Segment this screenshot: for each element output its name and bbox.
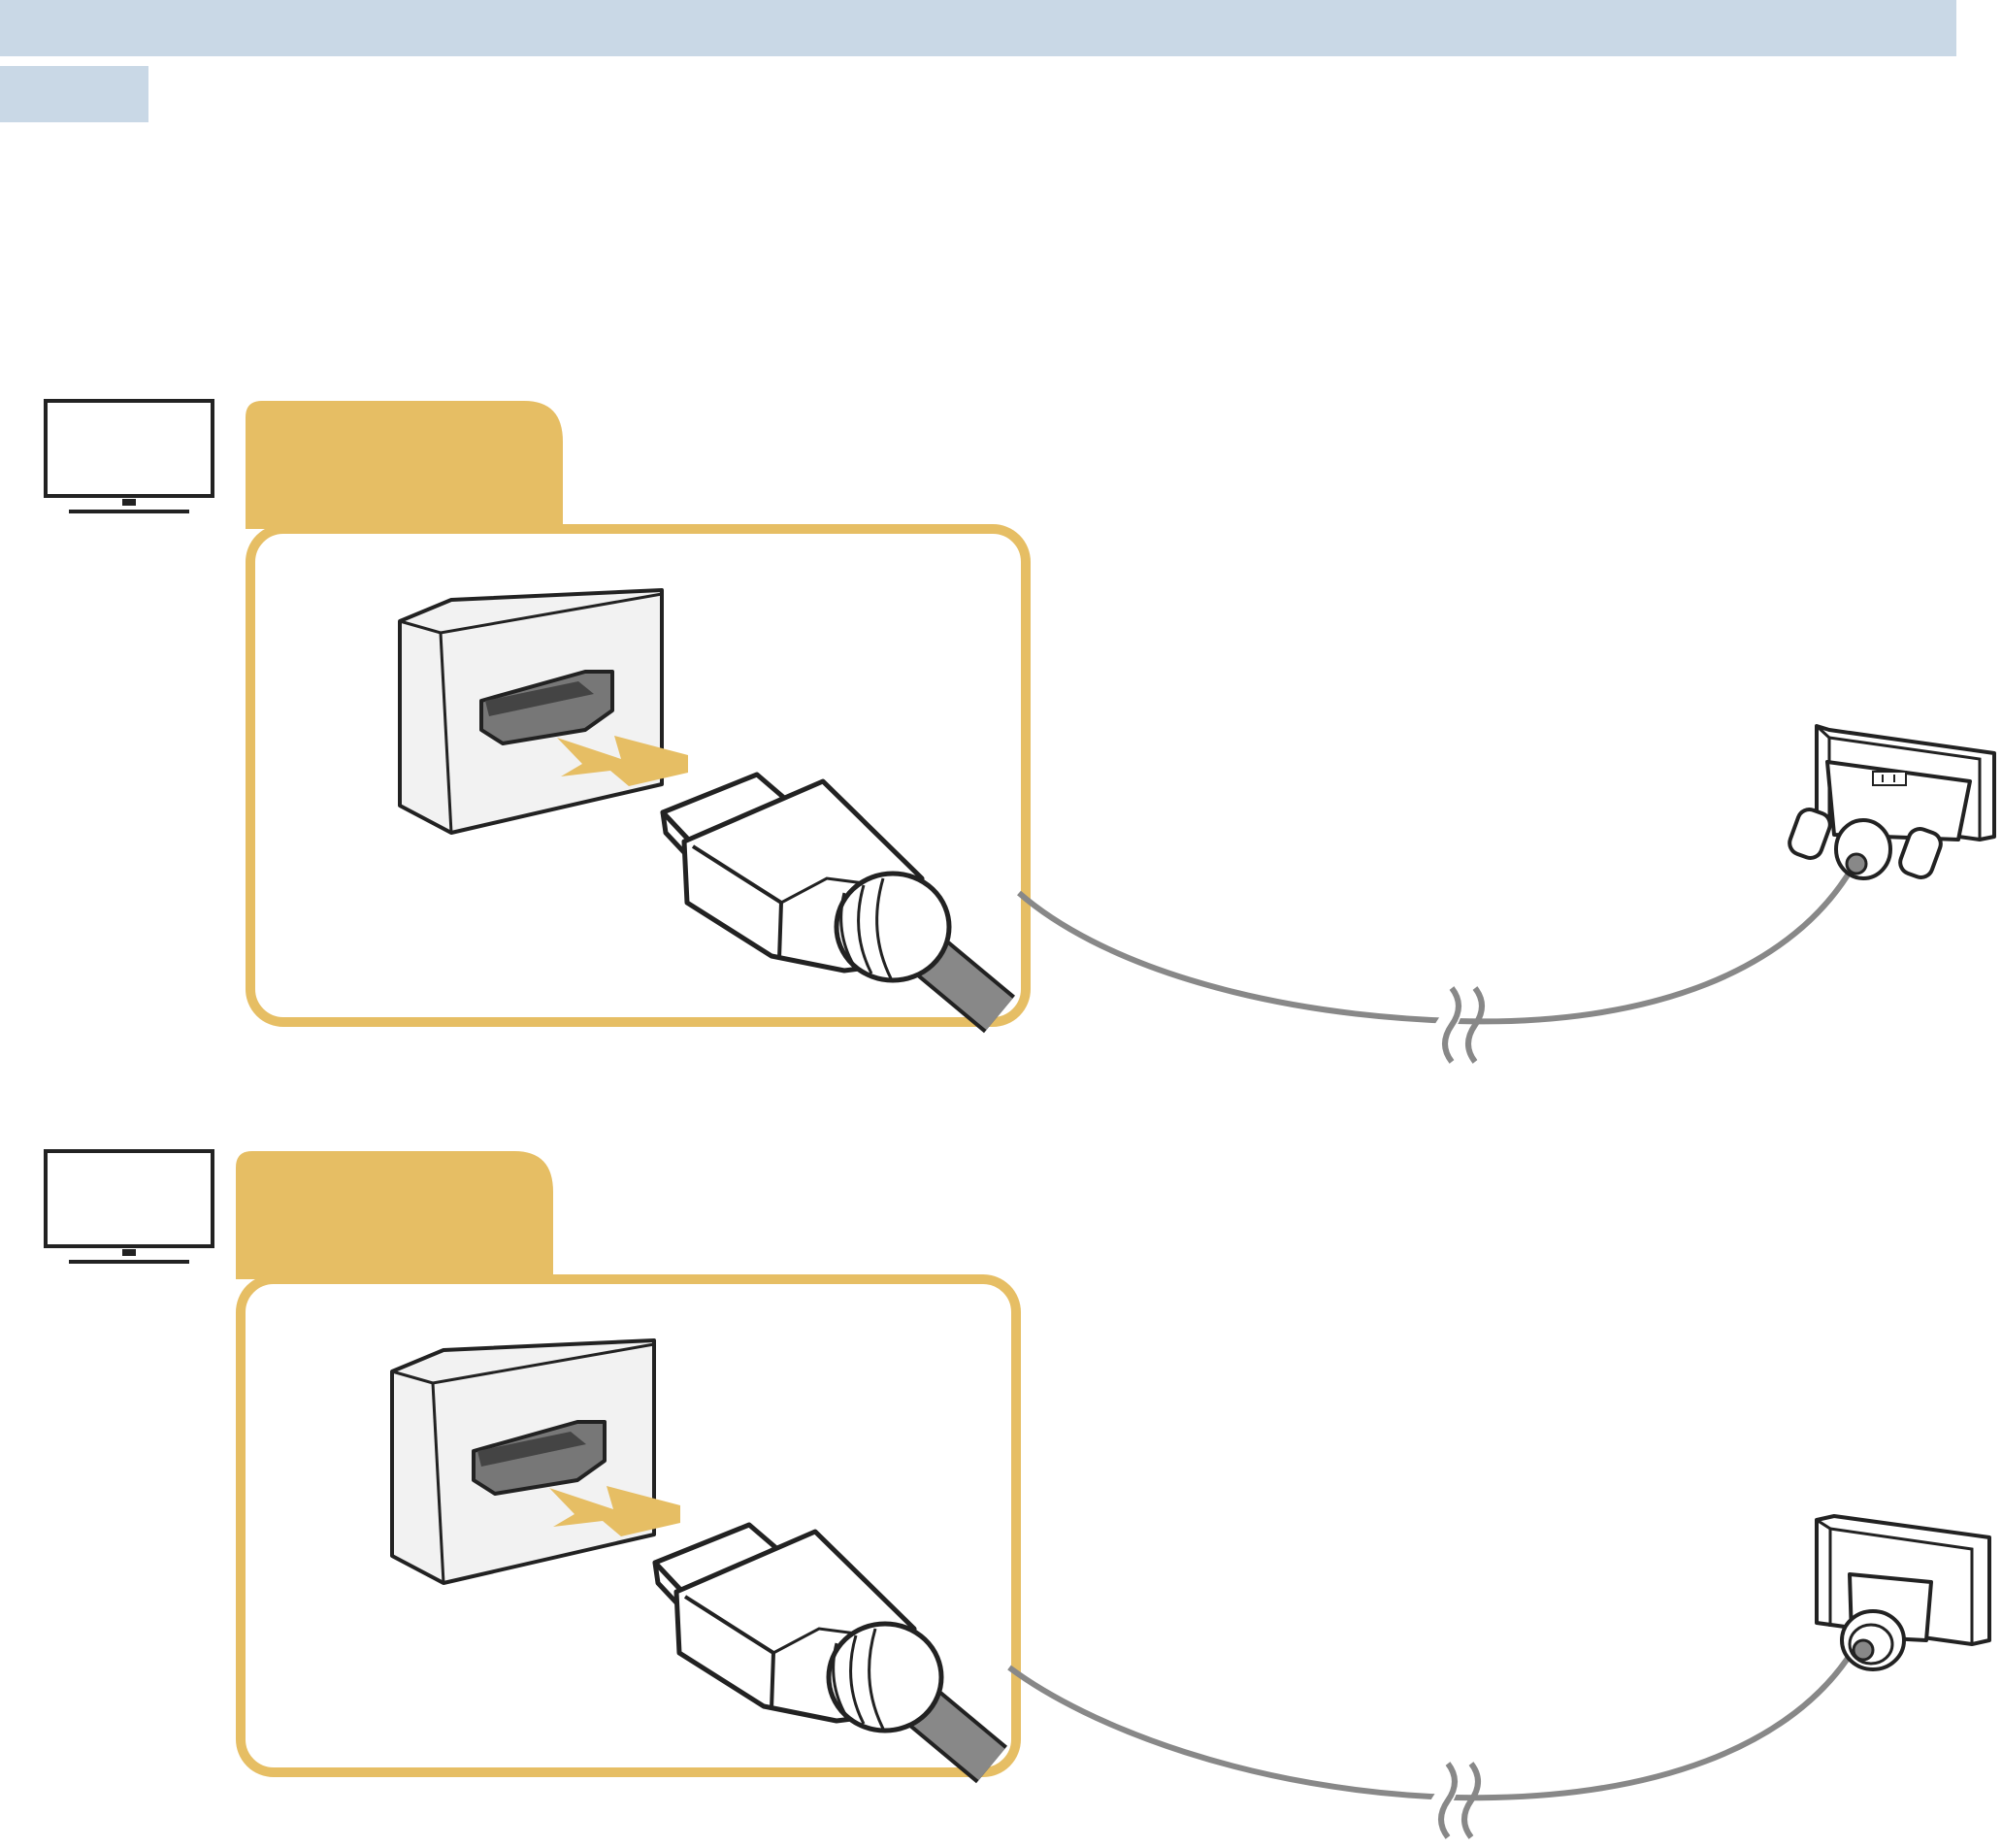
dvi-connector-icon: [1788, 724, 1996, 880]
tv-icon: [44, 399, 214, 513]
header-band: [0, 0, 1956, 56]
diagram-2: [44, 1149, 1991, 1837]
hdmi-connector-icon: [1815, 1514, 1991, 1671]
cable: [1007, 1644, 1858, 1801]
diagram-1: [44, 399, 1996, 1062]
tv-icon: [44, 1149, 214, 1264]
label-tab: [236, 1151, 553, 1279]
cable-break-icon: [1439, 988, 1482, 1062]
label-tab: [246, 401, 563, 529]
header-tab: [0, 66, 148, 122]
cable: [1017, 860, 1858, 1025]
